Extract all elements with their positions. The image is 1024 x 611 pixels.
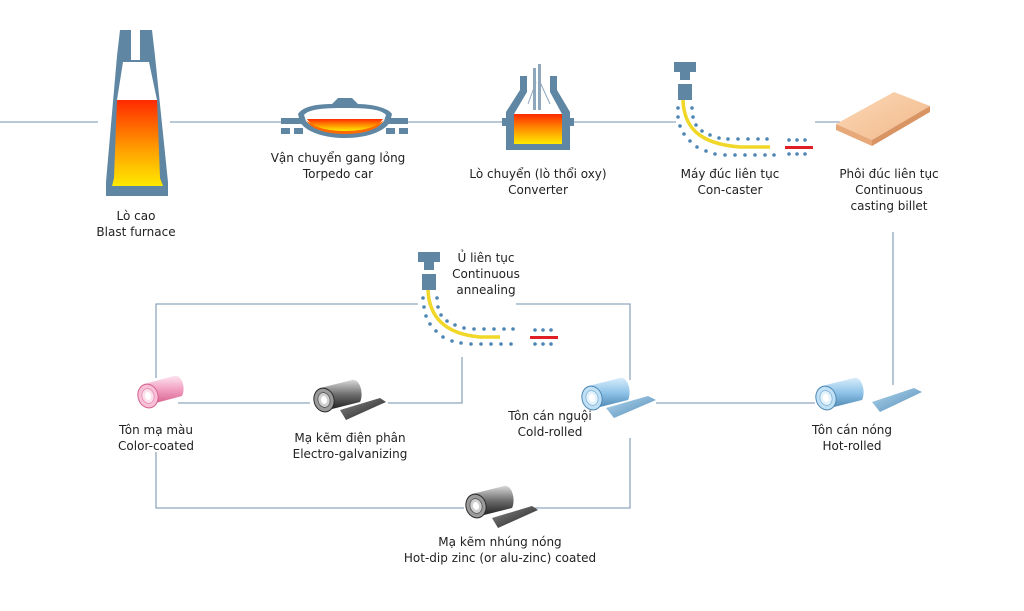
label-torpedo-car-vi: Vận chuyển gang lỏng (270, 151, 406, 165)
label-hot-dip-en: Hot-dip zinc (or alu-zinc) coated (403, 551, 597, 565)
label-con-caster-vi: Máy đúc liên tục (680, 167, 780, 181)
label-cold-rolled-en: Cold-rolled (517, 425, 583, 439)
label-annealing-vi: Ủ liên tục (457, 251, 515, 265)
label-torpedo-car-en: Torpedo car (302, 167, 374, 181)
label-blast-furnace-en: Blast furnace (96, 225, 176, 239)
label-hot-dip: Mạ kẽm nhúng nóng Hot-dip zinc (or alu-z… (390, 534, 610, 566)
annealing-icon (418, 252, 558, 346)
caster-red-bar (785, 146, 813, 149)
electro-galvanizing-coil-icon (313, 379, 386, 420)
label-color-coated-en: Color-coated (118, 439, 194, 453)
color-coil-icon (137, 375, 184, 409)
billet-icon (836, 92, 930, 146)
label-cold-rolled-vi: Tôn cán nguội (508, 409, 592, 423)
label-cold-rolled: Tôn cán nguội Cold-rolled (490, 408, 610, 440)
line-hotdip-color (155, 452, 464, 509)
label-converter: Lò chuyển (lò thổi oxy) Converter (458, 166, 618, 198)
torpedo-car-icon (281, 98, 408, 138)
label-torpedo-car: Vận chuyển gang lỏng Torpedo car (258, 150, 418, 182)
label-billet: Phôi đúc liên tục Continuous casting bil… (824, 166, 954, 214)
label-annealing-en1: Continuous (452, 267, 520, 281)
label-blast-furnace: Lò cao Blast furnace (76, 208, 196, 240)
hot-dip-coil-icon (465, 485, 538, 528)
cold-rolled-coil-icon (581, 377, 656, 418)
converter-icon (502, 64, 574, 150)
label-annealing: Ủ liên tục Continuous annealing (440, 250, 532, 298)
line-cold-annealing (516, 303, 631, 380)
con-caster-icon (674, 62, 813, 157)
label-converter-vi: Lò chuyển (lò thổi oxy) (469, 167, 607, 181)
label-color-coated-vi: Tôn mạ màu (118, 423, 194, 437)
label-con-caster-en: Con-caster (697, 183, 763, 197)
label-electro-galvanizing-vi: Mạ kẽm điện phân (294, 431, 406, 445)
line-cold-hotdip (532, 438, 631, 509)
flow-lines (0, 121, 894, 509)
blast-furnace-icon (106, 30, 168, 196)
label-electro-galvanizing: Mạ kẽm điện phân Electro-galvanizing (272, 430, 428, 462)
label-billet-en2: casting billet (850, 199, 928, 213)
label-billet-vi: Phôi đúc liên tục (839, 167, 939, 181)
label-hot-rolled: Tôn cán nóng Hot-rolled (792, 422, 912, 454)
label-hot-rolled-vi: Tôn cán nóng (811, 423, 893, 437)
hot-rolled-coil-icon (815, 377, 922, 412)
label-hot-rolled-en: Hot-rolled (822, 439, 882, 453)
caster-rollers (676, 106, 776, 157)
label-hot-dip-vi: Mạ kẽm nhúng nóng (438, 535, 562, 549)
label-billet-en1: Continuous (855, 183, 923, 197)
caster-dots-small (787, 138, 807, 156)
label-con-caster: Máy đúc liên tục Con-caster (660, 166, 800, 198)
line-annealing-electro (388, 357, 463, 404)
label-annealing-en2: annealing (456, 283, 516, 297)
label-converter-en: Converter (508, 183, 568, 197)
label-blast-furnace-vi: Lò cao (116, 209, 156, 223)
label-color-coated: Tôn mạ màu Color-coated (96, 422, 216, 454)
line-annealing-color (155, 303, 418, 378)
label-electro-galvanizing-en: Electro-galvanizing (292, 447, 408, 461)
